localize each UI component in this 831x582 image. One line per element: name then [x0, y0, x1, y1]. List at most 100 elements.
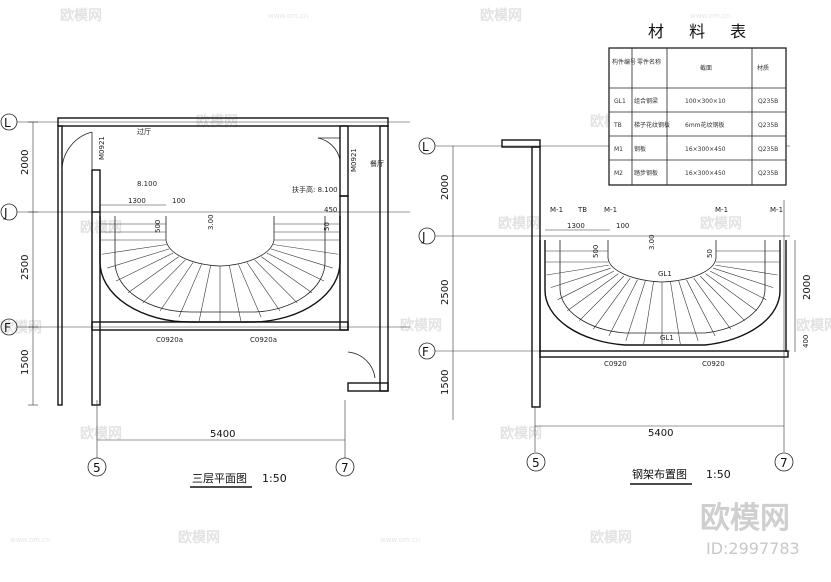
left-plan: 2000 2500 1500 L J F 过厅 餐厅 M0921 M0921 [0, 113, 410, 488]
room-label-hall: 过厅 [137, 127, 151, 136]
axis-label-L: L [4, 116, 11, 130]
axis-label-F: F [422, 345, 429, 359]
stair-tread [625, 280, 646, 342]
dim-50: 50 [706, 249, 714, 258]
table-cell: GL1 [614, 98, 626, 105]
stair-tread [546, 264, 609, 276]
watermark-url: www.om.cn [268, 12, 308, 20]
stair-tread [557, 270, 615, 300]
stair-tread [592, 278, 631, 330]
watermark-logo: 欧模网 [0, 319, 42, 336]
steel-frame-middle [559, 240, 766, 334]
table-cell: Q235B [758, 98, 778, 105]
watermark-logo: 欧模网 [498, 215, 540, 232]
dim-2500: 2500 [20, 255, 31, 280]
watermark-logo: 欧模网 [80, 425, 122, 442]
stair-tread [550, 267, 611, 288]
right-plan: L J F 2000 2500 1500 2000 400 M-1 TB M-1… [418, 137, 813, 485]
wall-left-outer [57, 125, 63, 406]
wall-stair-right [339, 195, 349, 331]
watermark-logo: 欧模网 [796, 317, 831, 334]
stair-tread [693, 278, 732, 330]
dim-2000: 2000 [20, 150, 31, 175]
door-swing-right [317, 137, 341, 161]
mark-tb: TB [577, 206, 587, 214]
stair-tread [686, 279, 716, 337]
watermark-layer: 欧模网 www.om.cn 欧模网 www.om.cn 欧模网 欧模网 欧模网 … [0, 7, 831, 546]
table-cell: Q235B [758, 122, 778, 129]
beam-label-gl1: GL1 [658, 270, 672, 278]
dim-1300: 1300 [128, 197, 146, 205]
watermark-logo: 欧模网 [590, 529, 632, 546]
stair-tread [178, 264, 202, 318]
watermark-logo: 欧模网 [80, 219, 122, 236]
level-450: 450 [324, 206, 337, 214]
mark-m1: M-1 [604, 206, 617, 214]
table-cell: 梯子花纹钢板 [634, 121, 670, 129]
stair-tread [238, 264, 262, 318]
watermark-logo: 欧模网 [500, 425, 542, 442]
stair-tread [198, 265, 211, 321]
stair-tread [709, 270, 767, 300]
door-swing-left [61, 131, 93, 171]
stair-tread [670, 281, 681, 345]
table-cell: M2 [614, 170, 623, 177]
wall-top [501, 139, 541, 148]
table-cell: M1 [614, 146, 623, 153]
stair-tread [266, 252, 325, 282]
dim-500: 500 [592, 245, 600, 258]
table-cell: 16×300×450 [685, 170, 726, 177]
stair-tread [229, 265, 242, 321]
material-table: 材 料 表 构件编号 零件名称 截面 材质 GL1 组合钢梁 100×300×1… [608, 22, 787, 186]
dim-1500: 1500 [440, 370, 451, 395]
axis-label-7: 7 [341, 461, 349, 475]
stair-tread [273, 244, 339, 255]
dim-1500: 1500 [20, 350, 31, 375]
axis-label-F: F [4, 321, 11, 335]
door-label-m0921: M0921 [98, 136, 106, 160]
table-frame [608, 47, 787, 186]
stair-tread [270, 248, 333, 269]
vert-mid-label: 3.00 [648, 234, 656, 250]
wall-bottom [539, 350, 789, 358]
stair-tread [608, 279, 638, 337]
axis-label-5: 5 [532, 456, 540, 470]
stair-tread [261, 256, 313, 293]
table-title: 材 料 表 [648, 22, 756, 41]
table-header-section: 截面 [700, 64, 712, 72]
axis-label-7: 7 [780, 456, 788, 470]
watermark-logo: 欧模网 [60, 7, 102, 24]
table-cell: 6mm花纹钢板 [685, 121, 725, 129]
drawing-title: 钢架布置图 [632, 468, 687, 481]
window-label-c0920b: C0920 [702, 360, 725, 368]
stair-tread [107, 248, 170, 269]
window-label-c0920a: C0920 [604, 360, 627, 368]
axis-label-5: 5 [93, 461, 101, 475]
door-label-m0921-right: M0921 [350, 148, 358, 172]
axis-bubble-5 [526, 452, 546, 472]
brand-id: ID:2997783 [706, 539, 800, 558]
wall-left-inner [91, 169, 101, 406]
stair-tread [254, 259, 298, 304]
axis-bubble-5 [87, 457, 107, 477]
stair-tread [643, 281, 654, 345]
stair-tread [713, 267, 774, 288]
watermark-logo: 欧模网 [480, 7, 522, 24]
stair-tread [579, 275, 625, 321]
wall-top [57, 117, 389, 127]
stair-tread [699, 275, 745, 321]
table-cell: 100×300×10 [685, 98, 726, 105]
watermark-url: www.om.cn [690, 12, 730, 20]
beam-label-gl1-lower: GL1 [660, 334, 674, 342]
stair-outer-edge [99, 216, 341, 323]
axis-label-J: J [421, 230, 426, 244]
level-note: 扶手高: 8.100 [292, 185, 338, 194]
drawing-scale: 1:50 [706, 468, 731, 481]
mark-m1: M-1 [715, 206, 728, 214]
dim-100: 100 [172, 197, 185, 205]
stair-tread [101, 244, 167, 255]
stair-inner-edge [165, 216, 275, 267]
brand-watermark: 欧模网 [700, 501, 790, 536]
window-label-c0920b: C0920a [250, 336, 277, 344]
mark-m1: M-1 [550, 206, 563, 214]
